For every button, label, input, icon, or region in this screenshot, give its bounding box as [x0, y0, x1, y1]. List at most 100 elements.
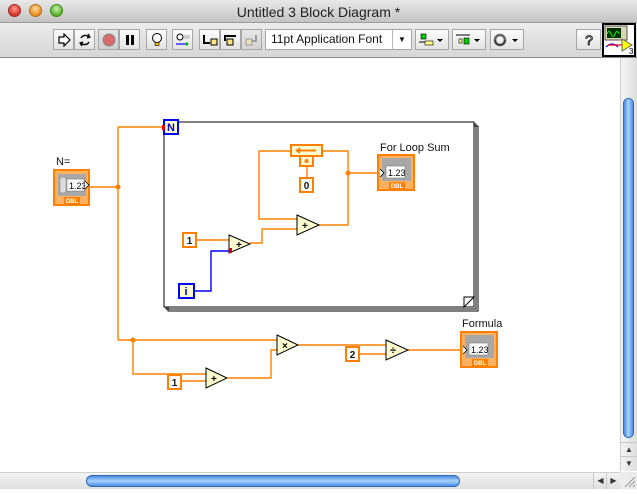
formula-indicator[interactable]: 1.23 DBL — [460, 331, 498, 368]
resize-grip-icon — [624, 476, 636, 488]
multiply-node[interactable]: × — [276, 334, 300, 356]
window-title: Untitled 3 Block Diagram * — [236, 4, 401, 20]
n-control-label: N= — [56, 156, 70, 168]
vertical-scroll-thumb[interactable] — [623, 98, 634, 438]
svg-text:DBL: DBL — [474, 361, 487, 367]
horizontal-scroll-thumb[interactable] — [86, 475, 460, 487]
arrow-down-icon: ▼ — [625, 459, 633, 468]
toolbar: 11pt Application Font ▼ ? 3 — [0, 23, 637, 58]
horizontal-scrollbar[interactable]: ◀ ▶ — [0, 472, 620, 489]
numeric-constant-one-loop[interactable]: 1 — [182, 232, 197, 248]
numeric-constant-one-formula[interactable]: 1 — [167, 374, 182, 390]
add-node-accumulate[interactable]: + — [296, 214, 321, 236]
run-button[interactable] — [53, 29, 74, 50]
numeric-constant-two[interactable]: 2 — [345, 346, 360, 362]
add-node-n-plus-one[interactable]: + — [205, 367, 229, 389]
abort-stop-icon — [102, 33, 115, 46]
abort-button[interactable] — [98, 29, 119, 50]
for-loop-sum-indicator[interactable]: 1.23 DBL — [377, 154, 415, 191]
context-help-button[interactable]: ? — [576, 29, 601, 50]
distribute-objects-button[interactable] — [452, 29, 486, 50]
divide-node[interactable]: ÷ — [385, 339, 410, 361]
lightbulb-icon — [151, 32, 162, 46]
pause-button[interactable] — [119, 29, 140, 50]
pause-icon — [125, 34, 134, 45]
svg-text:DBL: DBL — [66, 199, 79, 205]
svg-text:N: N — [167, 122, 175, 134]
svg-text:×: × — [282, 341, 288, 352]
svg-text:1: 1 — [187, 236, 193, 247]
scroll-right-button[interactable]: ▶ — [606, 473, 620, 489]
svg-text:1: 1 — [172, 378, 178, 389]
coercion-dot — [229, 248, 232, 253]
font-select[interactable]: 11pt Application Font ▼ — [265, 29, 412, 50]
run-continuously-icon — [78, 33, 91, 46]
step-over-icon — [223, 34, 236, 45]
svg-text:÷: ÷ — [390, 345, 396, 357]
zoom-window-button[interactable] — [50, 4, 63, 17]
loop-count-terminal[interactable]: N — [162, 119, 179, 135]
svg-text:1.23: 1.23 — [471, 345, 489, 355]
distribute-icon — [456, 34, 480, 44]
svg-text:?: ? — [585, 32, 593, 48]
help-question-icon: ? — [584, 32, 593, 48]
title-bar: Untitled 3 Block Diagram * — [0, 0, 637, 23]
retain-wire-values-button[interactable] — [172, 29, 193, 50]
numeric-constant-zero[interactable]: 0 — [299, 177, 314, 193]
align-icon — [419, 33, 443, 45]
add-node-i-plus-one[interactable]: + — [228, 234, 252, 254]
integer-wire-i — [194, 250, 229, 292]
wire-junction — [115, 184, 121, 190]
svg-text:+: + — [302, 221, 308, 232]
svg-text:DBL: DBL — [391, 184, 404, 190]
vertical-scrollbar[interactable]: ▲ ▼ — [620, 58, 637, 471]
arrow-up-icon: ▲ — [625, 445, 633, 454]
block-diagram: 1.23 DBL N= N i 1 + + 0 — [53, 119, 503, 390]
scroll-left-button[interactable]: ◀ — [593, 473, 607, 489]
vi-icon[interactable]: 3 — [602, 23, 636, 57]
arrow-left-icon: ◀ — [597, 476, 604, 485]
probe-icon — [175, 33, 190, 46]
chevron-down-icon: ▼ — [392, 30, 411, 49]
vi-waveform-icon: 3 — [604, 25, 634, 56]
wire-junction — [130, 337, 136, 343]
svg-text:+: + — [211, 374, 217, 385]
step-out-button[interactable] — [241, 29, 262, 50]
wire-add-to-multiply — [228, 349, 277, 379]
n-control-terminal[interactable]: 1.23 DBL — [53, 169, 90, 206]
wire-sum-to-shift-right — [319, 150, 349, 226]
svg-text:3: 3 — [629, 47, 634, 55]
svg-text:+: + — [236, 240, 242, 251]
reorder-button[interactable] — [490, 29, 524, 50]
resize-grip[interactable] — [620, 472, 637, 489]
feedback-node[interactable] — [290, 144, 323, 167]
formula-label: Formula — [462, 318, 503, 330]
svg-text:i: i — [184, 286, 187, 298]
wire-to-add-formula — [132, 340, 206, 375]
increment-arrows-icon — [59, 176, 67, 194]
align-objects-button[interactable] — [415, 29, 449, 50]
wire-shift-left-to-sum — [258, 150, 297, 220]
step-out-icon — [245, 34, 257, 45]
run-continuously-button[interactable] — [74, 29, 95, 50]
wire-add-to-sum — [250, 228, 297, 244]
step-into-button[interactable] — [199, 29, 220, 50]
svg-text:1.23: 1.23 — [388, 168, 406, 178]
scroll-down-button[interactable]: ▼ — [621, 456, 637, 471]
run-arrow-icon — [57, 32, 71, 47]
for-loop-structure[interactable] — [163, 121, 479, 312]
reorder-icon — [493, 33, 518, 46]
step-into-icon — [202, 34, 217, 45]
wire-junction — [345, 170, 351, 176]
font-select-value: 11pt Application Font — [271, 32, 383, 46]
arrow-right-icon: ▶ — [610, 476, 617, 485]
loop-iteration-terminal[interactable]: i — [178, 283, 195, 299]
minimize-window-button[interactable] — [29, 4, 42, 17]
svg-text:1.23: 1.23 — [69, 181, 87, 191]
highlight-execution-button[interactable] — [146, 29, 167, 50]
svg-text:2: 2 — [350, 350, 356, 361]
close-window-button[interactable] — [8, 4, 21, 17]
step-over-button[interactable] — [220, 29, 241, 50]
scroll-up-button[interactable]: ▲ — [621, 442, 637, 457]
svg-text:0: 0 — [304, 181, 310, 192]
